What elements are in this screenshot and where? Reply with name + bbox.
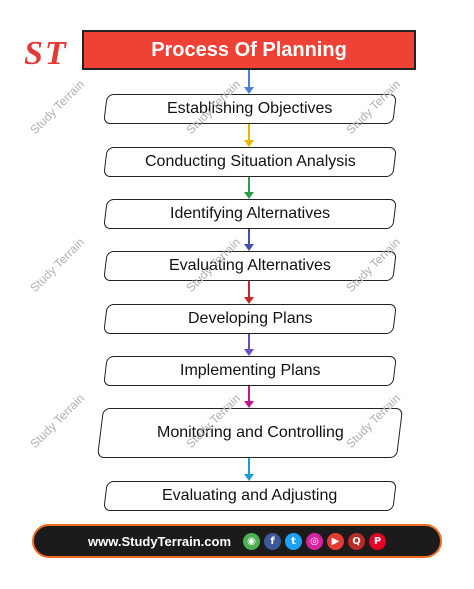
watermark-text: Study Terrain (27, 391, 88, 451)
process-step: Identifying Alternatives (103, 199, 397, 229)
diagram-title: Process Of Planning (151, 38, 347, 61)
connector-arrow (244, 124, 254, 147)
connector-arrow (244, 281, 254, 304)
process-step: Evaluating and Adjusting (103, 481, 397, 511)
process-step-label: Evaluating Alternatives (169, 257, 331, 274)
connector-arrow (244, 334, 254, 356)
diagram-title-box: Process Of Planning (82, 30, 416, 70)
process-step-label: Implementing Plans (179, 362, 321, 379)
process-step-label: Identifying Alternatives (169, 205, 331, 222)
process-step-label: Establishing Objectives (167, 100, 333, 117)
process-step: Conducting Situation Analysis (103, 147, 397, 177)
site-logo: ST (24, 35, 68, 72)
process-step: Implementing Plans (103, 356, 397, 386)
twitter-icon[interactable]: t (285, 532, 303, 550)
facebook-icon[interactable]: f (264, 532, 282, 550)
instagram-icon[interactable]: ◎ (306, 532, 324, 550)
connector-arrow (244, 229, 254, 251)
connector-arrow (244, 177, 254, 199)
connector-arrow (244, 70, 254, 94)
footer-url[interactable]: www.StudyTerrain.com (87, 533, 232, 549)
globe-icon[interactable]: ◉ (243, 532, 261, 550)
youtube-icon[interactable]: ▶ (327, 532, 345, 550)
process-step-label: Conducting Situation Analysis (144, 153, 356, 170)
connector-arrow (244, 386, 254, 408)
process-step: Developing Plans (103, 304, 397, 334)
quora-icon[interactable]: Q (348, 532, 366, 550)
watermark-text: Study Terrain (27, 235, 88, 295)
process-step-label: Evaluating and Adjusting (162, 487, 338, 504)
process-step-label: Developing Plans (187, 310, 313, 327)
watermark-text: Study Terrain (27, 77, 88, 137)
pinterest-icon[interactable]: P (369, 532, 387, 550)
connector-arrow (244, 458, 254, 481)
